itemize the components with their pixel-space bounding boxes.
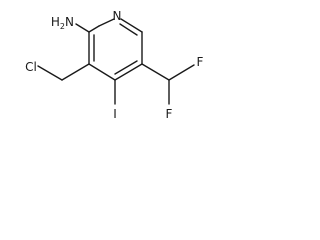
chlorine-label: Cl [25, 60, 37, 74]
bond-c2-nh2 [75, 23, 90, 33]
amine-label: H2N [51, 15, 74, 31]
bond-c4-c3 [88, 63, 116, 81]
iodine-label: I [113, 107, 117, 121]
bond-chf2-f-top [168, 64, 195, 81]
amine-subscript: 2 [60, 22, 65, 31]
bond-c5-c4 [114, 63, 143, 81]
atom-labels: H2N N Cl I F F [25, 9, 203, 121]
bond-n1-c6 [120, 18, 143, 33]
molecule-structure-diagram: H2N N Cl I F F [25, 9, 203, 121]
bond-n1-c6-inner [119, 23, 138, 36]
bond-c3-ch2 [61, 63, 90, 81]
bond-c5-c4-inner [114, 60, 138, 75]
bond-lines [37, 18, 195, 105]
fluorine-top-label: F [197, 55, 204, 69]
amine-h: H [51, 15, 60, 29]
amine-n: N [65, 15, 74, 29]
bond-c2-c2top [88, 25, 100, 33]
bond-c2-n1 [98, 18, 115, 27]
bond-c5-chf2 [141, 63, 170, 81]
bond-ch2-cl [37, 65, 63, 81]
fluorine-bottom-label: F [166, 107, 173, 121]
ring-nitrogen-label: N [113, 9, 122, 23]
